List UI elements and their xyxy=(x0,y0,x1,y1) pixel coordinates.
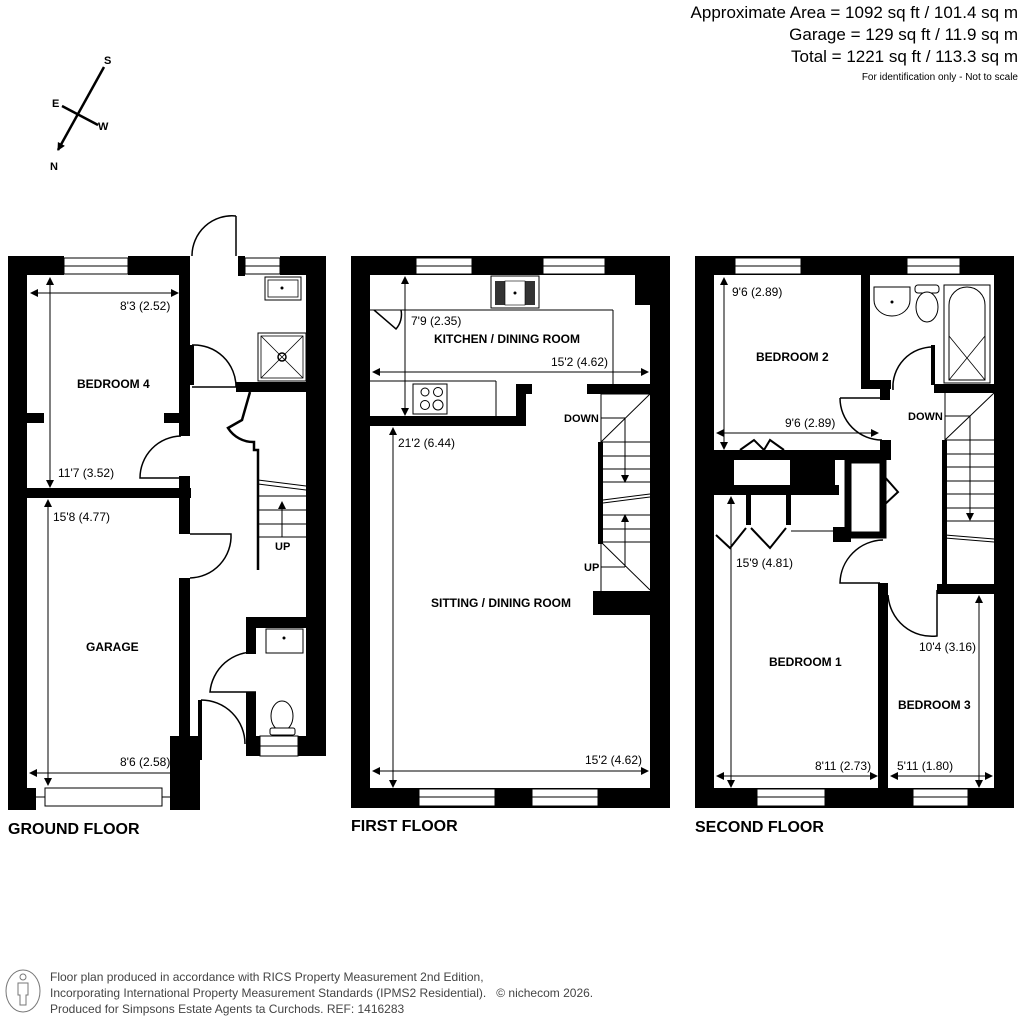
total-area: Total = 1221 sq ft / 113.3 sq m xyxy=(791,47,1018,66)
second-floor-plan: DOWN 9'6 (2.89) BEDROOM 2 9'6 (2.89) 15'… xyxy=(695,256,1014,808)
ground-floor-title: GROUND FLOOR xyxy=(8,821,140,838)
garage-width: 8'6 (2.58) xyxy=(120,755,170,769)
garage-length: 15'8 (4.77) xyxy=(53,510,110,524)
kitchen-label: KITCHEN / DINING ROOM xyxy=(434,332,580,346)
compass-rose-icon: S E W N xyxy=(50,55,111,173)
area-summary: Approximate Area = 1092 sq ft / 101.4 sq… xyxy=(691,2,1018,83)
compass-e: E xyxy=(52,98,59,110)
compass-s: S xyxy=(104,55,111,67)
first-floor-title: FIRST FLOOR xyxy=(351,818,458,835)
footer-line-1: Floor plan produced in accordance with R… xyxy=(50,970,484,984)
footer-line-2: Incorporating International Property Mea… xyxy=(50,986,487,1000)
bedroom2-width: 9'6 (2.89) xyxy=(785,416,835,430)
garage-label: GARAGE xyxy=(86,640,139,654)
ground-floor-plan: UP 8'3 (2.52) BEDROOM 4 xyxy=(8,215,326,810)
person-scale-icon xyxy=(5,969,41,1013)
ground-stairs: UP xyxy=(257,479,307,553)
footer-credits: Floor plan produced in accordance with R… xyxy=(50,969,593,1017)
bedroom4-width: 8'3 (2.52) xyxy=(120,299,170,313)
first-stairs-down-label: DOWN xyxy=(564,413,599,425)
bedroom4-length: 11'7 (3.52) xyxy=(58,466,114,480)
bedroom4-label: BEDROOM 4 xyxy=(77,377,150,391)
bedroom3-label: BEDROOM 3 xyxy=(898,698,971,712)
bedroom2-length: 9'6 (2.89) xyxy=(732,285,782,299)
kitchen-width: 15'2 (4.62) xyxy=(551,355,608,369)
ground-stairs-up-label: UP xyxy=(275,541,290,553)
bedroom3-length: 10'4 (3.16) xyxy=(919,640,976,654)
compass-w: W xyxy=(98,121,109,133)
second-floor-title: SECOND FLOOR xyxy=(695,819,824,836)
sitting-label: SITTING / DINING ROOM xyxy=(431,596,571,610)
approximate-area: Approximate Area = 1092 sq ft / 101.4 sq… xyxy=(690,3,1018,22)
second-stairs: DOWN xyxy=(908,392,995,584)
compass-n: N xyxy=(50,161,58,173)
first-stairs-up-label: UP xyxy=(584,562,599,574)
second-stairs-down-label: DOWN xyxy=(908,411,943,423)
sitting-width: 15'2 (4.62) xyxy=(585,753,642,767)
kitchen-length: 7'9 (2.35) xyxy=(411,314,461,328)
disclaimer: For identification only - Not to scale xyxy=(861,72,1018,83)
footer-line-3: Produced for Simpsons Estate Agents ta C… xyxy=(50,1002,405,1016)
first-stairs: DOWN UP xyxy=(564,393,651,592)
bedroom1-length: 15'9 (4.81) xyxy=(736,556,793,570)
bedroom1-width: 8'11 (2.73) xyxy=(815,759,871,773)
sitting-length: 21'2 (6.44) xyxy=(398,436,455,450)
bedroom3-width: 5'11 (1.80) xyxy=(897,759,953,773)
copyright: © nichecom 2026. xyxy=(496,986,594,1000)
garage-area: Garage = 129 sq ft / 11.9 sq m xyxy=(789,25,1018,44)
bedroom2-label: BEDROOM 2 xyxy=(756,350,829,364)
bedroom1-label: BEDROOM 1 xyxy=(769,655,842,669)
first-floor-plan: DOWN UP 7'9 (2.35) KITCHEN / DINING ROOM… xyxy=(351,256,670,808)
